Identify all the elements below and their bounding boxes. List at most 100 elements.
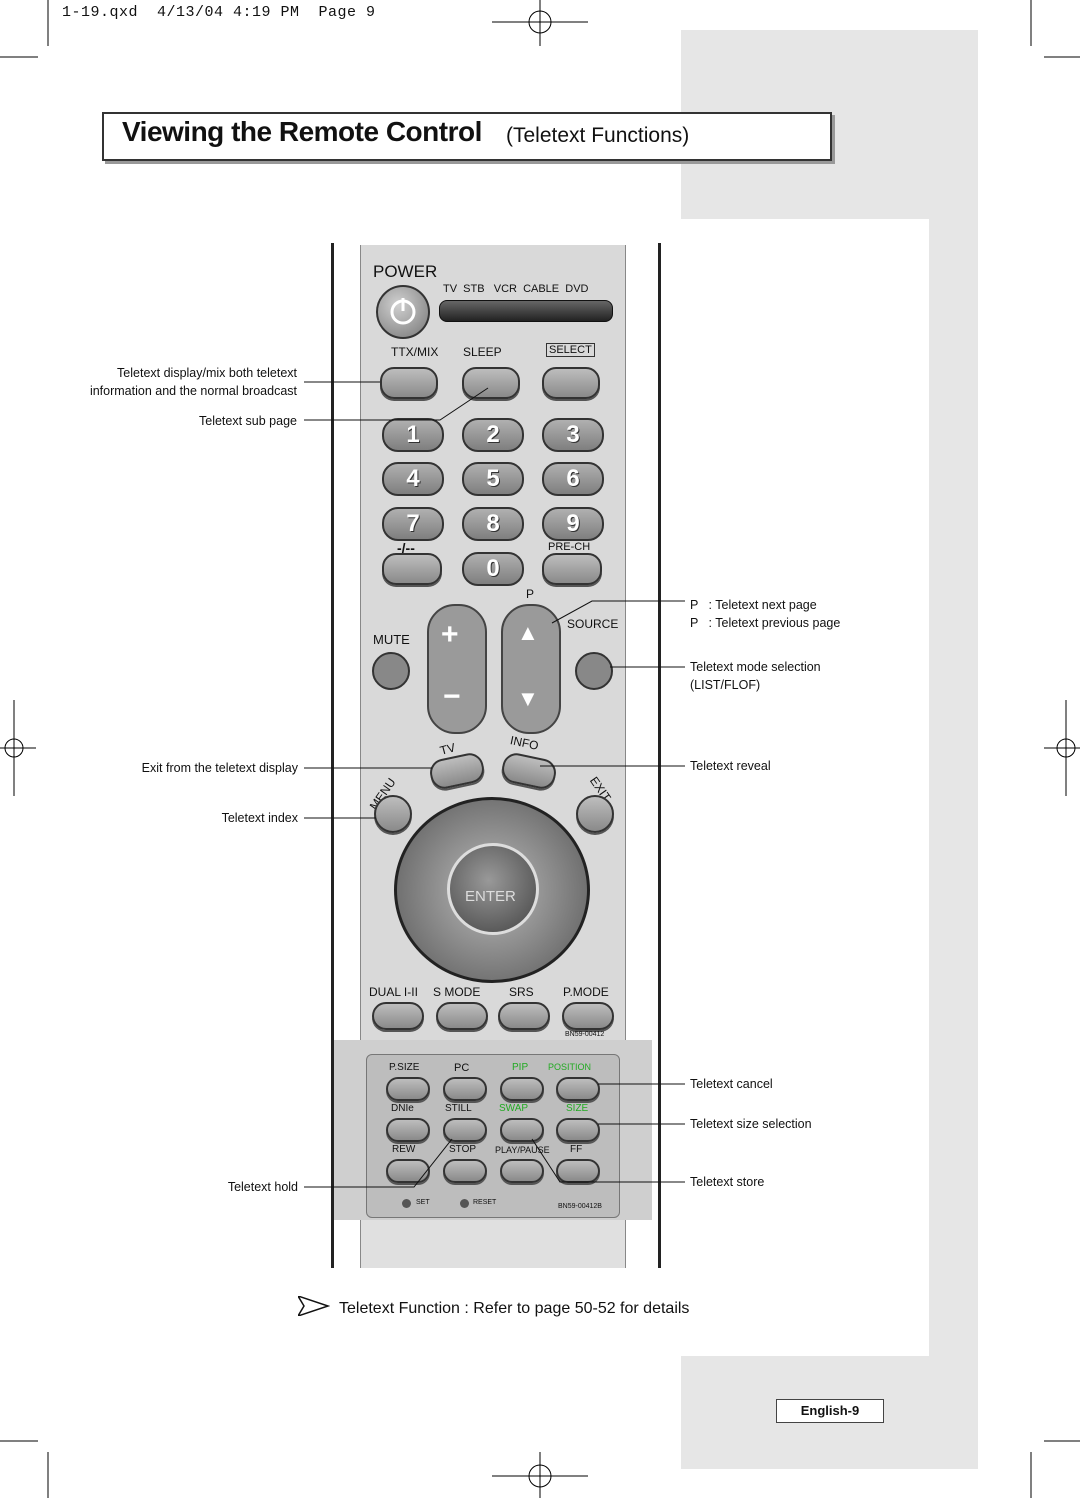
digit-1-button[interactable]: 1 (382, 418, 444, 452)
callout-size: Teletext size selection (690, 1117, 812, 1131)
volume-up-icon: + (441, 618, 459, 651)
dash-label: -/-- (397, 540, 415, 556)
still-label: STILL (445, 1103, 472, 1114)
callout-exit: Exit from the teletext display (141, 761, 298, 775)
enter-button[interactable] (447, 843, 539, 935)
remote-bottom (360, 1220, 626, 1268)
swap-button[interactable] (500, 1118, 544, 1142)
ttx-mix-button[interactable] (380, 367, 438, 399)
file-header: 1-19.qxd 4/13/04 4:19 PM Page 9 (62, 4, 376, 21)
callout-mode-line1: Teletext mode selection (690, 660, 821, 674)
power-label: POWER (373, 262, 438, 281)
ff-button[interactable] (556, 1159, 600, 1183)
callout-hold: Teletext hold (227, 1180, 298, 1194)
ttx-mix-label: TTX/MIX (391, 345, 439, 359)
stop-label: STOP (449, 1144, 477, 1155)
digit-6-button[interactable]: 6 (542, 462, 604, 496)
swap-label: SWAP (499, 1103, 529, 1114)
smode-label: S MODE (433, 985, 481, 999)
sleep-label: SLEEP (463, 345, 502, 359)
srs-button[interactable] (498, 1002, 550, 1030)
cancel-button[interactable] (556, 1077, 600, 1101)
volume-rocker[interactable] (427, 604, 487, 734)
digit-8-button[interactable]: 8 (462, 507, 524, 541)
list-flof-button[interactable] (575, 652, 613, 690)
size-label: SIZE (566, 1103, 589, 1114)
title-box (102, 112, 832, 161)
pmode-label: P.MODE (563, 985, 609, 999)
digit-2-button[interactable]: 2 (462, 418, 524, 452)
size-button[interactable] (556, 1118, 600, 1142)
callout-display-mix-line1: Teletext display/mix both teletext (117, 366, 297, 380)
digit-5-button[interactable]: 5 (462, 462, 524, 496)
power-button[interactable] (376, 285, 430, 339)
callout-next-page: P : Teletext next page (690, 598, 817, 612)
callout-cancel: Teletext cancel (690, 1077, 773, 1091)
dnie-button[interactable] (386, 1118, 430, 1142)
channel-rocker[interactable] (501, 604, 561, 734)
position-label: POSITION (548, 1062, 592, 1072)
rew-button[interactable] (386, 1159, 430, 1183)
select-button[interactable] (542, 367, 600, 399)
mode-labels: TV STB VCR CABLE DVD (443, 283, 589, 295)
prech-label: PRE-CH (548, 541, 591, 553)
page-subtitle: (Teletext Functions) (506, 124, 690, 147)
channel-down-icon: ▼ (517, 686, 539, 711)
callout-display-mix: Teletext display/mix both teletext infor… (40, 364, 297, 400)
ff-label: FF (570, 1144, 583, 1155)
smode-button[interactable] (436, 1002, 488, 1030)
digit-0-button[interactable]: 0 (462, 552, 524, 586)
channel-up-icon: ▲ (517, 620, 539, 645)
pc-label: PC (454, 1062, 470, 1074)
mute-label: MUTE (373, 632, 410, 647)
page-title: Viewing the Remote Control (122, 116, 482, 147)
select-label: SELECT (546, 343, 595, 357)
still-button[interactable] (443, 1118, 487, 1142)
power-icon (390, 298, 416, 325)
sleep-button[interactable] (462, 367, 520, 399)
dual-button[interactable] (372, 1002, 424, 1030)
stop-button[interactable] (443, 1159, 487, 1183)
pmode-button[interactable] (562, 1002, 614, 1030)
dash-button[interactable] (382, 553, 442, 585)
pip-label: PIP (512, 1062, 529, 1073)
sidebar-right (929, 219, 978, 1356)
volume-down-icon: − (443, 680, 461, 713)
arrow-icon (298, 1296, 330, 1316)
digit-3-button[interactable]: 3 (542, 418, 604, 452)
digit-4-button[interactable]: 4 (382, 462, 444, 496)
footer-note: Teletext Function : Refer to page 50-52 … (339, 1300, 690, 1317)
mute-button[interactable] (372, 652, 410, 690)
callout-mode: Teletext mode selection (LIST/FLOF) (690, 658, 821, 694)
page-number: English-9 (776, 1399, 884, 1423)
srs-label: SRS (509, 985, 534, 999)
digit-7-button[interactable]: 7 (382, 507, 444, 541)
p-label: P (526, 587, 535, 601)
enter-label: ENTER (465, 888, 516, 905)
dnie-label: DNIe (391, 1103, 414, 1114)
pip-button[interactable] (500, 1077, 544, 1101)
reset-label: RESET (473, 1199, 497, 1206)
callout-reveal: Teletext reveal (690, 759, 771, 773)
mode-selector[interactable] (439, 300, 613, 322)
psize-button[interactable] (386, 1077, 430, 1101)
dual-label: DUAL I-II (369, 985, 418, 999)
set-button[interactable] (402, 1199, 411, 1208)
set-label: SET (416, 1199, 430, 1206)
callout-mode-line2: (LIST/FLOF) (690, 678, 761, 692)
play-pause-button[interactable] (500, 1159, 544, 1183)
playpause-label: PLAY/PAUSE (495, 1145, 550, 1155)
callout-prev-page: P : Teletext previous page (690, 616, 841, 630)
reset-button[interactable] (460, 1199, 469, 1208)
callout-index: Teletext index (221, 811, 298, 825)
exit-button[interactable] (576, 795, 614, 833)
pc-button[interactable] (443, 1077, 487, 1101)
callout-display-mix-line2: information and the normal broadcast (89, 384, 297, 398)
menu-button[interactable] (374, 795, 412, 833)
prech-button[interactable] (542, 553, 602, 585)
callout-sub-page: Teletext sub page (199, 414, 297, 428)
digit-9-button[interactable]: 9 (542, 507, 604, 541)
rew-label: REW (392, 1144, 416, 1155)
